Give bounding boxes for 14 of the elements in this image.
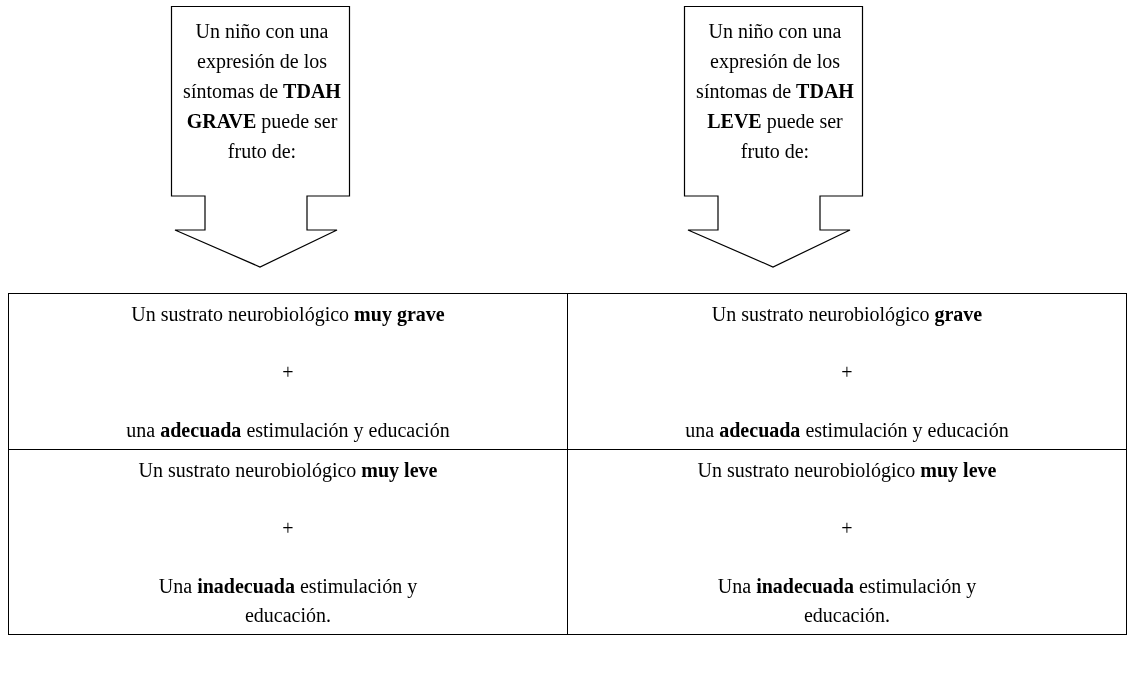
plus-sign: +: [281, 516, 295, 541]
cell-text: Un sustrato neurobiológico grave: [710, 302, 984, 328]
cell-text: Un sustrato neurobiológico muy leve: [696, 458, 998, 484]
cell-text: una adecuada estimulación y educación: [684, 418, 1010, 444]
cell-text: Un sustrato neurobiológico muy grave: [130, 302, 446, 328]
plus-sign: +: [840, 516, 854, 541]
callout-text: Un niño con una expresión de los síntomas de TDAH GRAVE puede ser fruto de:: [182, 19, 342, 164]
plus-sign: +: [840, 360, 854, 385]
cell-text: Una inadecuada estimulación y educación.: [716, 574, 978, 628]
callout-text: Un niño con una expresión de los síntomas de TDAH LEVE puede ser fruto de:: [695, 19, 855, 164]
plus-sign: +: [281, 360, 295, 385]
cell-text: una adecuada estimulación y educación: [125, 418, 451, 444]
cell-text: Un sustrato neurobiológico muy leve: [137, 458, 439, 484]
cell-text: Una inadecuada estimulación y educación.: [157, 574, 419, 628]
